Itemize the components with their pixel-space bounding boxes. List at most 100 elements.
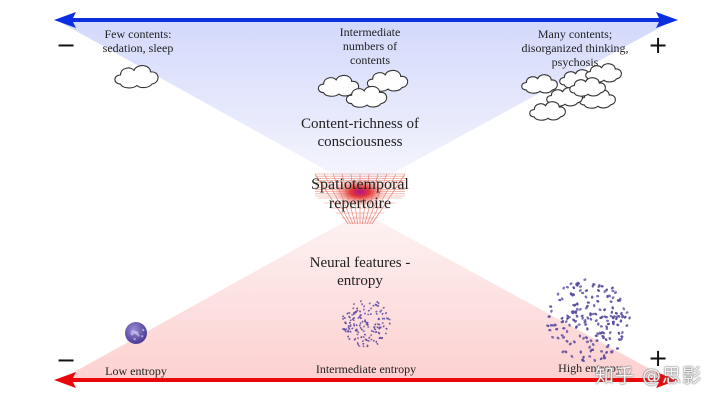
particle — [597, 289, 600, 292]
particle — [591, 284, 595, 288]
particle — [582, 336, 585, 340]
particle — [361, 320, 364, 323]
particle — [376, 305, 380, 307]
particle — [360, 336, 363, 339]
particle — [363, 308, 365, 311]
intermediate-entropy-cluster-icon — [342, 300, 391, 348]
particle — [619, 319, 623, 323]
particle — [628, 316, 631, 320]
particle — [561, 350, 565, 354]
entropy-arrow — [54, 372, 678, 388]
particle — [572, 286, 576, 290]
bottom-plus-sign: + — [648, 344, 669, 372]
grid-line — [371, 173, 406, 225]
particle — [348, 328, 351, 331]
many-contents-line1: Many contents; — [537, 27, 613, 41]
top-minus-sign: − — [56, 31, 77, 59]
particle — [572, 318, 576, 322]
particle — [582, 355, 585, 359]
particle — [380, 309, 383, 312]
particle — [385, 312, 387, 315]
particle — [376, 326, 379, 329]
particle — [608, 331, 612, 335]
particle — [352, 307, 355, 310]
particle — [347, 325, 350, 327]
particle — [584, 323, 588, 326]
particle — [623, 315, 627, 319]
watermark: 知乎 @思影 — [594, 365, 702, 387]
particle — [372, 339, 375, 342]
particle — [359, 326, 362, 329]
particle — [360, 328, 363, 331]
particle — [357, 316, 360, 319]
ball-texture-dot — [136, 331, 139, 334]
particle — [621, 331, 624, 335]
particle — [621, 314, 624, 318]
grid-line — [314, 173, 349, 225]
spatiotemporal-line2: repertoire — [328, 195, 392, 213]
particle — [346, 330, 349, 333]
particle — [342, 317, 344, 320]
particle — [364, 320, 367, 323]
particle — [611, 316, 615, 320]
particle — [353, 303, 356, 305]
particle — [581, 359, 585, 363]
particle — [351, 313, 354, 316]
particle — [546, 324, 550, 328]
particle — [356, 333, 359, 336]
cloud-icon — [569, 77, 606, 97]
particle — [343, 317, 346, 319]
particle — [548, 328, 552, 332]
particle — [358, 315, 361, 318]
particle — [590, 295, 594, 299]
particle — [361, 303, 363, 306]
particle — [574, 325, 578, 329]
particle — [605, 325, 609, 328]
particle — [369, 307, 373, 310]
particle — [376, 301, 379, 303]
particle — [617, 331, 621, 335]
cloud-icon — [529, 101, 566, 121]
particle — [576, 302, 579, 306]
particle — [584, 306, 588, 310]
particle — [359, 300, 362, 303]
particle — [356, 341, 359, 345]
particle — [385, 327, 388, 330]
particle — [614, 311, 618, 315]
particle — [596, 299, 600, 303]
few-contents-line2: sedation, sleep — [102, 41, 174, 56]
particle — [372, 304, 375, 307]
particle — [547, 315, 551, 318]
particle — [586, 316, 590, 320]
particle — [355, 324, 358, 327]
particle — [382, 306, 385, 309]
content-richness-title-line1: Content-richness of — [301, 116, 419, 132]
particle — [356, 309, 359, 312]
particle — [620, 335, 624, 338]
particle — [556, 336, 560, 340]
particle — [597, 283, 601, 288]
particle — [375, 310, 378, 313]
particle — [370, 313, 372, 316]
particle — [374, 328, 377, 331]
particle — [589, 339, 593, 343]
particle — [345, 328, 348, 331]
particle — [569, 282, 573, 286]
top-plus-sign: + — [648, 31, 669, 59]
particle — [585, 336, 588, 340]
particle — [583, 319, 587, 322]
particle — [362, 336, 365, 338]
particle — [611, 296, 615, 300]
particle — [375, 312, 378, 315]
particle — [568, 342, 572, 346]
content-richness-title-line2: consciousness — [317, 133, 403, 150]
particle — [560, 297, 564, 301]
particle — [375, 340, 378, 343]
particle — [364, 319, 367, 322]
particle — [606, 295, 609, 299]
particle — [601, 334, 605, 338]
particle — [608, 294, 612, 298]
particle — [549, 305, 553, 308]
low-entropy-texture — [130, 328, 145, 341]
particle — [357, 331, 360, 334]
